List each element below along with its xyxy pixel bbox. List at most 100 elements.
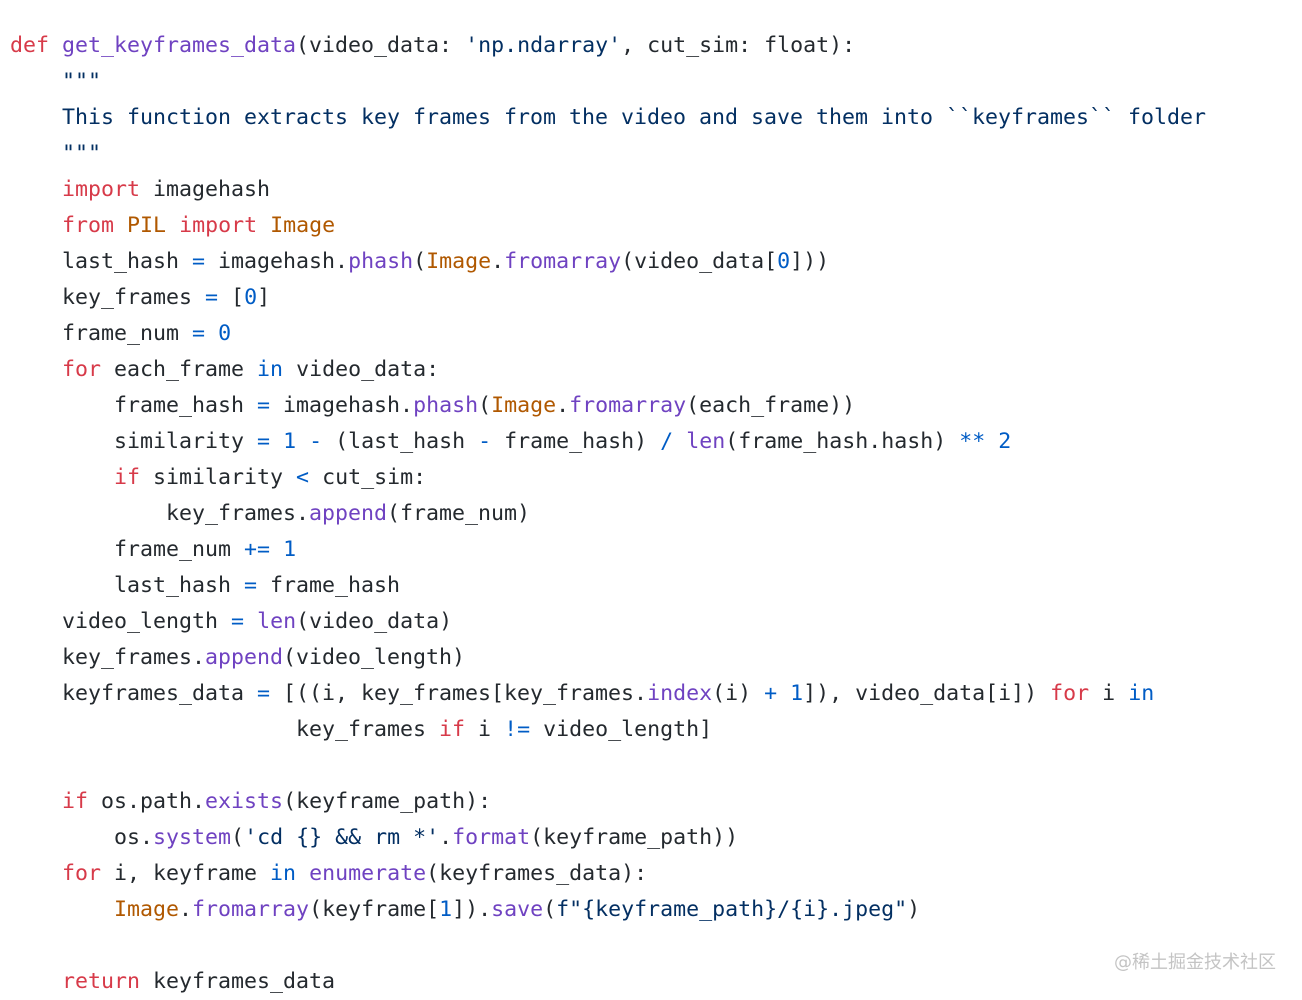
operator-token: =: [192, 249, 206, 274]
operator-token: =: [244, 573, 258, 598]
keyword-token: for: [62, 357, 102, 382]
code-line: import imagehash: [10, 172, 1206, 208]
text-token: [: [218, 285, 245, 310]
code-line: key_frames.append(frame_num): [10, 496, 1206, 532]
string-token: """: [62, 141, 102, 166]
text-token: (: [543, 897, 557, 922]
operator-token: =: [231, 609, 245, 634]
code-line: This function extracts key frames from t…: [10, 100, 1206, 136]
code-line: key_frames = [0]: [10, 280, 1206, 316]
text-token: (video_data[: [621, 249, 778, 274]
keyword-token: def: [10, 33, 50, 58]
code-line: [10, 748, 1206, 784]
text-token: frame_num: [114, 537, 245, 562]
code-line: os.system('cd {} && rm *'.format(keyfram…: [10, 820, 1206, 856]
text-token: os.: [114, 825, 154, 850]
function-token: get_keyframes_data: [62, 33, 297, 58]
class-token: Image: [491, 393, 557, 418]
code-line: if similarity < cut_sim:: [10, 460, 1206, 496]
text-token: imagehash: [140, 177, 271, 202]
text-token: video_length: [62, 609, 232, 634]
text-token: similarity: [114, 429, 258, 454]
operator-token: +=: [244, 537, 271, 562]
text-token: os.path.: [88, 789, 206, 814]
code-block: def get_keyframes_data(video_data: 'np.n…: [10, 28, 1206, 1000]
code-line: frame_num = 0: [10, 316, 1206, 352]
code-line: Image.fromarray(keyframe[1]).save(f"{key…: [10, 892, 1206, 928]
text-token: [777, 681, 790, 706]
class-token: Image: [114, 897, 180, 922]
operator-token: <: [296, 465, 310, 490]
code-line: from PIL import Image: [10, 208, 1206, 244]
text-token: (keyframes_data):: [426, 861, 648, 886]
function-token: fromarray: [504, 249, 622, 274]
keyword-token: import: [179, 213, 258, 238]
text-token: keyframes_data: [62, 681, 258, 706]
code-line: [10, 928, 1206, 964]
number-token: 0: [244, 285, 258, 310]
text-token: , cut_sim: float):: [621, 33, 856, 58]
text-token: [673, 429, 686, 454]
text-token: (video_length): [283, 645, 466, 670]
text-token: (i): [712, 681, 765, 706]
text-token: keyframes_data: [140, 969, 336, 994]
function-token: system: [153, 825, 232, 850]
code-line: keyframes_data = [((i, key_frames[key_fr…: [10, 676, 1206, 712]
text-token: [166, 213, 179, 238]
function-token: exists: [205, 789, 284, 814]
text-token: imagehash.: [205, 249, 349, 274]
text-token: (: [478, 393, 492, 418]
class-token: Image: [426, 249, 492, 274]
text-token: each_frame: [101, 357, 258, 382]
text-token: [296, 429, 309, 454]
text-token: (: [231, 825, 245, 850]
text-token: (last_hash: [322, 429, 479, 454]
text-token: [270, 429, 283, 454]
code-line: frame_hash = imagehash.phash(Image.froma…: [10, 388, 1206, 424]
text-token: (frame_hash.hash): [725, 429, 960, 454]
operator-token: +: [764, 681, 778, 706]
operator-token: -: [309, 429, 323, 454]
code-line: last_hash = imagehash.phash(Image.fromar…: [10, 244, 1206, 280]
function-token: fromarray: [192, 897, 310, 922]
text-token: [205, 321, 218, 346]
string-token: f"{keyframe_path}/{i}.jpeg": [556, 897, 908, 922]
keyword-token: if: [439, 717, 466, 742]
operator-token: /: [660, 429, 674, 454]
operator-token: =: [205, 285, 219, 310]
operator-token: **: [959, 429, 986, 454]
text-token: i: [1089, 681, 1129, 706]
operator-token: -: [478, 429, 492, 454]
text-token: [114, 213, 127, 238]
text-token: (each_frame)): [686, 393, 856, 418]
keyword-token: import: [62, 177, 141, 202]
text-token: key_frames.: [62, 645, 206, 670]
text-token: (frame_num): [387, 501, 531, 526]
text-token: [985, 429, 998, 454]
text-token: [((i, key_frames[key_frames.: [270, 681, 648, 706]
text-token: [270, 537, 283, 562]
operator-token: =: [257, 393, 271, 418]
text-token: frame_hash: [257, 573, 401, 598]
string-token: """: [62, 69, 102, 94]
function-token: save: [491, 897, 544, 922]
text-token: ])): [790, 249, 830, 274]
code-line: key_frames if i != video_length]: [10, 712, 1206, 748]
text-token: (keyframe_path)): [530, 825, 739, 850]
function-token: fromarray: [569, 393, 687, 418]
text-token: frame_num: [62, 321, 193, 346]
text-token: (keyframe_path):: [283, 789, 492, 814]
text-token: [296, 861, 309, 886]
text-token: .: [491, 249, 505, 274]
code-line: similarity = 1 - (last_hash - frame_hash…: [10, 424, 1206, 460]
number-token: 1: [439, 897, 453, 922]
operator-token: =: [192, 321, 206, 346]
operator-token: in: [257, 357, 284, 382]
text-token: ]: [257, 285, 271, 310]
text-token: (keyframe[: [309, 897, 440, 922]
code-line: """: [10, 64, 1206, 100]
text-token: cut_sim:: [309, 465, 427, 490]
string-token: 'cd {} && rm *': [244, 825, 440, 850]
text-token: key_frames: [296, 717, 440, 742]
operator-token: =: [257, 681, 271, 706]
